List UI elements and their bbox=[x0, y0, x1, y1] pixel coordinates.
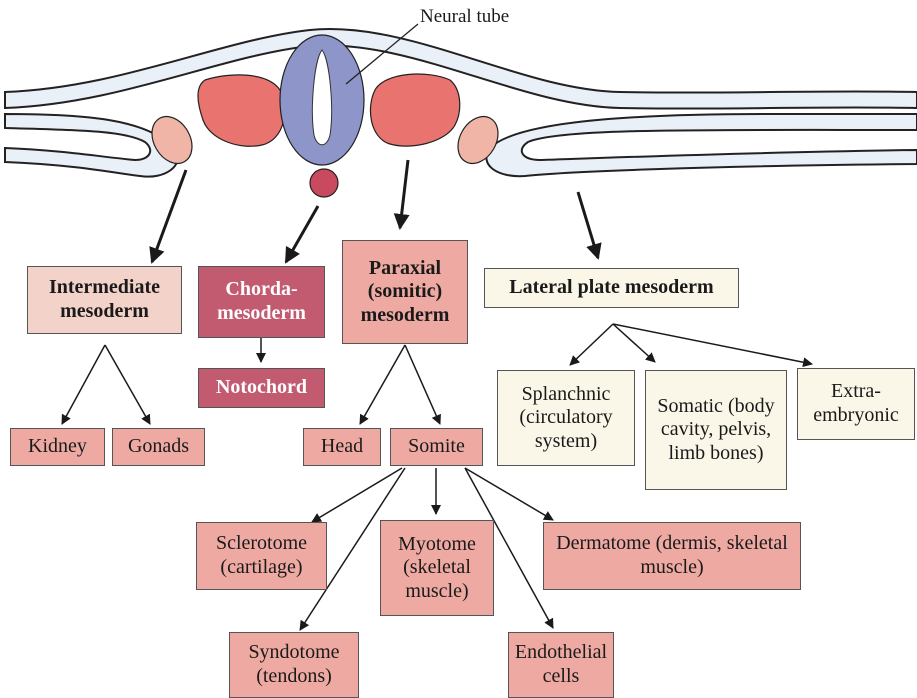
chordamesoderm-box: Chorda-mesoderm bbox=[198, 266, 325, 338]
arrow-to-head bbox=[360, 345, 405, 424]
arrow-to-sclerotome bbox=[312, 468, 402, 522]
left-lateral-plate bbox=[5, 114, 178, 177]
arrow-to-splanchnic bbox=[570, 324, 613, 365]
arrow-to-lateral-plate bbox=[578, 192, 598, 258]
head-box: Head bbox=[303, 428, 381, 466]
somatic-box: Somatic (body cavity, pelvis, limb bones… bbox=[645, 370, 787, 490]
paraxial-mesoderm-box: Paraxial (somitic) mesoderm bbox=[342, 240, 468, 344]
somite-box: Somite bbox=[390, 428, 483, 466]
endothelial-cells-box: Endothelial cells bbox=[508, 632, 614, 698]
arrow-to-paraxial bbox=[400, 160, 408, 228]
arrow-to-somite bbox=[405, 345, 440, 424]
myotome-box: Myotome (skeletal muscle) bbox=[380, 520, 494, 616]
arrow-to-intermediate bbox=[152, 170, 186, 262]
extraembryonic-box: Extra-embryonic bbox=[797, 368, 915, 440]
ectoderm-layer bbox=[5, 29, 917, 109]
intermediate-mesoderm-box: Intermediate mesoderm bbox=[27, 266, 182, 334]
kidney-box: Kidney bbox=[10, 428, 105, 466]
neural-tube-label: Neural tube bbox=[420, 6, 509, 28]
right-lateral-plate bbox=[486, 114, 917, 176]
arrow-to-extraembryonic bbox=[613, 324, 812, 364]
arrow-to-kidney bbox=[62, 345, 105, 424]
arrow-to-chordamesoderm bbox=[286, 206, 318, 262]
syndotome-box: Syndotome (tendons) bbox=[229, 632, 359, 698]
right-somite-tissue bbox=[370, 74, 459, 146]
splanchnic-box: Splanchnic (circulatory system) bbox=[497, 370, 635, 466]
dermatome-box: Dermatome (dermis, skeletal muscle) bbox=[543, 522, 801, 590]
notochord-tissue bbox=[310, 169, 338, 197]
arrow-to-dermatome bbox=[465, 468, 553, 520]
lateral-plate-mesoderm-box: Lateral plate mesoderm bbox=[484, 268, 739, 308]
arrow-to-somatic bbox=[613, 324, 655, 362]
sclerotome-box: Sclerotome (cartilage) bbox=[196, 522, 327, 590]
left-somite-tissue bbox=[198, 75, 285, 146]
gonads-box: Gonads bbox=[112, 428, 205, 466]
arrow-to-gonads bbox=[105, 345, 150, 424]
notochord-box: Notochord bbox=[198, 368, 325, 408]
